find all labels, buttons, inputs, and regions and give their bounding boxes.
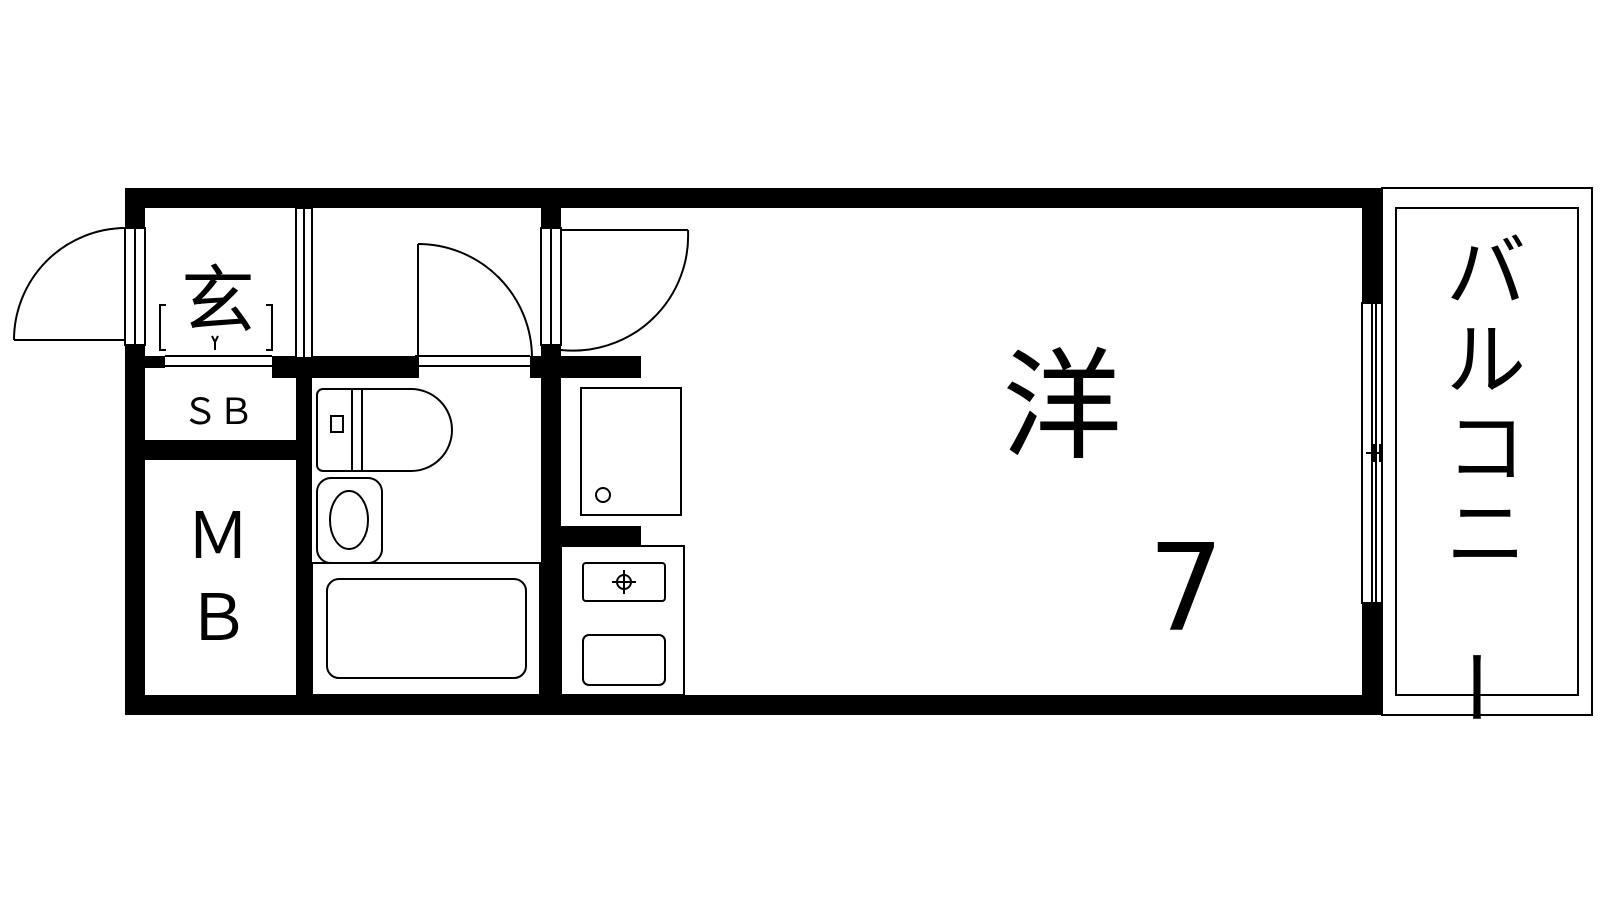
fridge-box (580, 387, 682, 516)
balcony-char: ル (1446, 314, 1526, 407)
balcony-label: バ ル コ ニ ー (1427, 226, 1526, 727)
fridge-space (580, 387, 682, 516)
wall-corridor-bottom-mid (272, 356, 419, 378)
entrance-label: 玄 (181, 258, 255, 344)
wall-right-upper (1362, 188, 1382, 303)
hall-door (415, 243, 533, 367)
bathtub-outer (311, 562, 541, 696)
toilet (316, 388, 453, 472)
wash-basin (312, 477, 540, 564)
closet-label-line1: Ｍ (186, 500, 250, 574)
balcony-char: ー (1427, 647, 1520, 727)
balcony-char: コ (1446, 402, 1526, 495)
shoe-box-label: ＳＢ (182, 392, 254, 433)
wall-left-lower (125, 345, 145, 715)
bathtub-inner (326, 578, 527, 679)
room-door (540, 227, 690, 352)
shoe-rack-mark (159, 304, 273, 351)
toilet-bowl (351, 388, 453, 472)
corridor-openings (165, 207, 313, 367)
wall-hall-room-upper (541, 208, 561, 228)
balcony-inner (1395, 207, 1579, 696)
balcony-char: ニ (1446, 488, 1526, 581)
western-room-label: 洋 (1002, 338, 1122, 477)
wall-kitchen-mid (561, 526, 641, 546)
wall-left-upper (125, 188, 145, 228)
bathtub (311, 562, 541, 696)
wall-shoebox-closet (145, 440, 296, 460)
western-room-size: 7 (1148, 520, 1224, 659)
room-door-swing (560, 229, 690, 352)
entrance-door-swing (13, 227, 126, 341)
entrance-door (13, 227, 146, 346)
exterior-walls (125, 188, 1382, 715)
hall-door-swing (417, 243, 533, 359)
kitchen-sink (582, 634, 666, 686)
kitchen-counter (560, 545, 685, 696)
wall-hall-room-lower (541, 345, 561, 695)
fridge-mark (595, 487, 611, 503)
basin-bowl (329, 490, 369, 550)
wall-storage-bath (296, 378, 312, 695)
wall-top (125, 188, 1382, 208)
balcony (1361, 187, 1593, 716)
wall-corridor-bottom-left (145, 356, 165, 368)
closet-label-line2: Ｂ (186, 582, 250, 656)
balcony-char: バ (1446, 226, 1526, 319)
wall-kitchen-top (561, 356, 641, 378)
stove (582, 562, 666, 602)
kitchen-counter-box (560, 545, 685, 696)
wall-right-lower (1362, 603, 1382, 715)
wall-bottom (125, 695, 1382, 715)
step-mark (211, 335, 219, 350)
